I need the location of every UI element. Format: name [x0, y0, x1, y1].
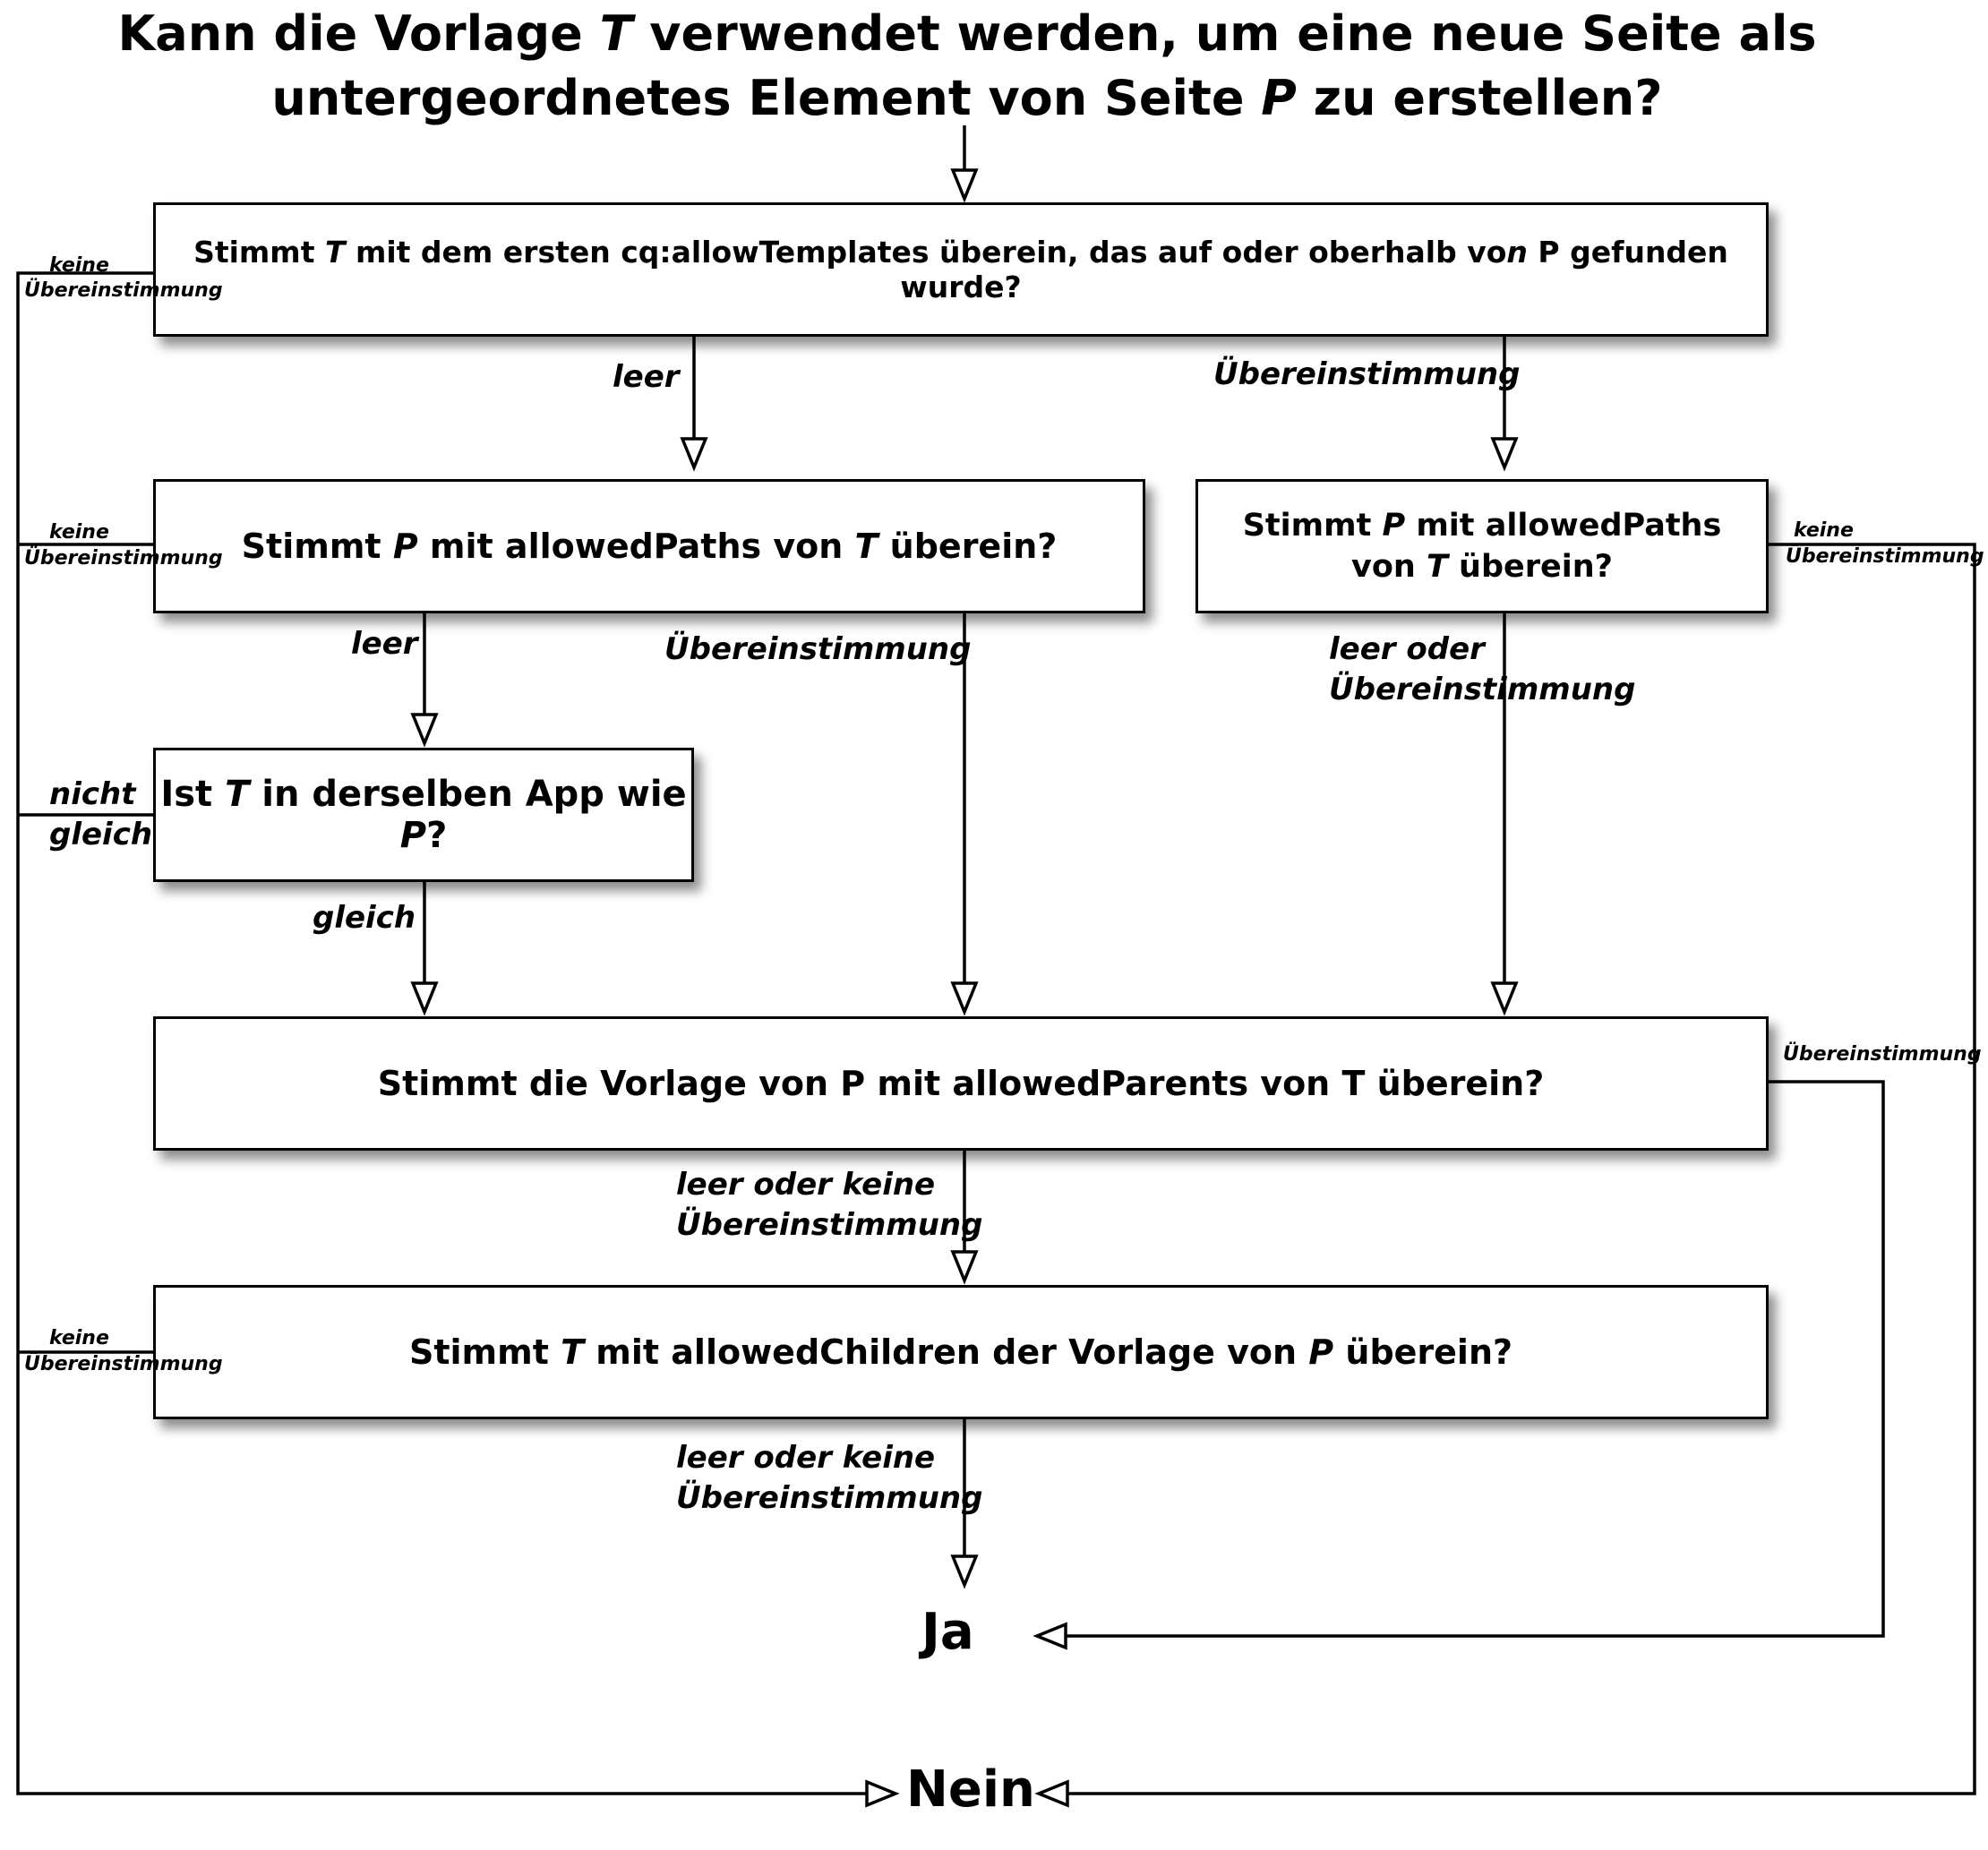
label-q6-empty-or-nomatch-1: leer oder keine [676, 1440, 936, 1476]
arrowhead-q1 [950, 168, 979, 203]
label-q5-empty-or-nomatch-2: Übereinstimmung [676, 1207, 983, 1243]
label-q2-empty: leer [351, 626, 418, 662]
label-q1-match: Übereinstimmung [1213, 356, 1521, 392]
arrowhead-q6 [950, 1250, 979, 1285]
arrowheads [410, 168, 1519, 1808]
label-q3-nomatch-1: keine [1794, 519, 1854, 542]
arrowhead-nein-left [865, 1779, 900, 1808]
decision-allowed-parents: Stimmt die Vorlage von P mit allowedPare… [153, 1016, 1769, 1151]
arrowhead-q5-right [1490, 981, 1519, 1016]
label-q6-nomatch-2: Übereinstimmung [24, 1353, 223, 1375]
decision-allow-templates: Stimmt T mit dem ersten cq:allowTemplate… [153, 202, 1769, 337]
edge-q3-nein [1066, 543, 1976, 1795]
decision-same-app: Ist T in derselben App wie P? [153, 748, 694, 882]
label-q4-notequal-1: nicht [49, 776, 136, 812]
edge-q5-ja [1066, 1080, 1885, 1638]
decision-allowed-children: Stimmt T mit allowedChildren der Vorlage… [153, 1285, 1769, 1419]
terminal-yes: Ja [921, 1603, 974, 1661]
label-q1-empty: leer [613, 359, 680, 395]
arrowhead-q2 [680, 437, 708, 472]
label-q2-nomatch-1: keine [49, 521, 109, 544]
label-q1-nomatch-1: keine [49, 254, 109, 277]
label-q6-empty-or-nomatch-2: Übereinstimmung [676, 1480, 983, 1516]
label-q5-empty-or-nomatch-1: leer oder keine [676, 1167, 936, 1203]
connector-lines [16, 125, 1976, 1795]
label-q4-notequal-2: gleich [49, 817, 153, 852]
label-q6-nomatch-1: keine [49, 1327, 109, 1349]
label-q5-match: Übereinstimmung [1783, 1043, 1982, 1066]
arrowhead-ja-down [950, 1555, 979, 1589]
arrowhead-q5-left [410, 981, 439, 1016]
diagram-title: Kann die Vorlage T verwendet werden, um … [117, 5, 1817, 126]
label-q3-nomatch-2: Übereinstimmung [1786, 545, 1984, 568]
edge-left-nein-bus [16, 271, 869, 1795]
terminal-no: Nein [906, 1760, 1035, 1819]
decision-allowed-paths-left: Stimmt P mit allowedPaths von T überein? [153, 479, 1145, 613]
arrowhead-q3 [1490, 437, 1519, 472]
label-q4-equal: gleich [313, 900, 416, 936]
label-q3-empty-or-match-2: Übereinstimmung [1329, 672, 1636, 707]
arrowhead-q4 [410, 713, 439, 748]
arrowhead-ja-right [1033, 1622, 1067, 1650]
arrowhead-nein-right [1034, 1779, 1069, 1808]
label-q1-nomatch-2: Übereinstimmung [24, 279, 223, 302]
label-q3-empty-or-match-1: leer oder [1329, 631, 1485, 667]
arrowhead-q5-mid [950, 981, 979, 1016]
label-q2-nomatch-2: Übereinstimmung [24, 547, 223, 570]
label-q2-match: Übereinstimmung [664, 631, 972, 667]
